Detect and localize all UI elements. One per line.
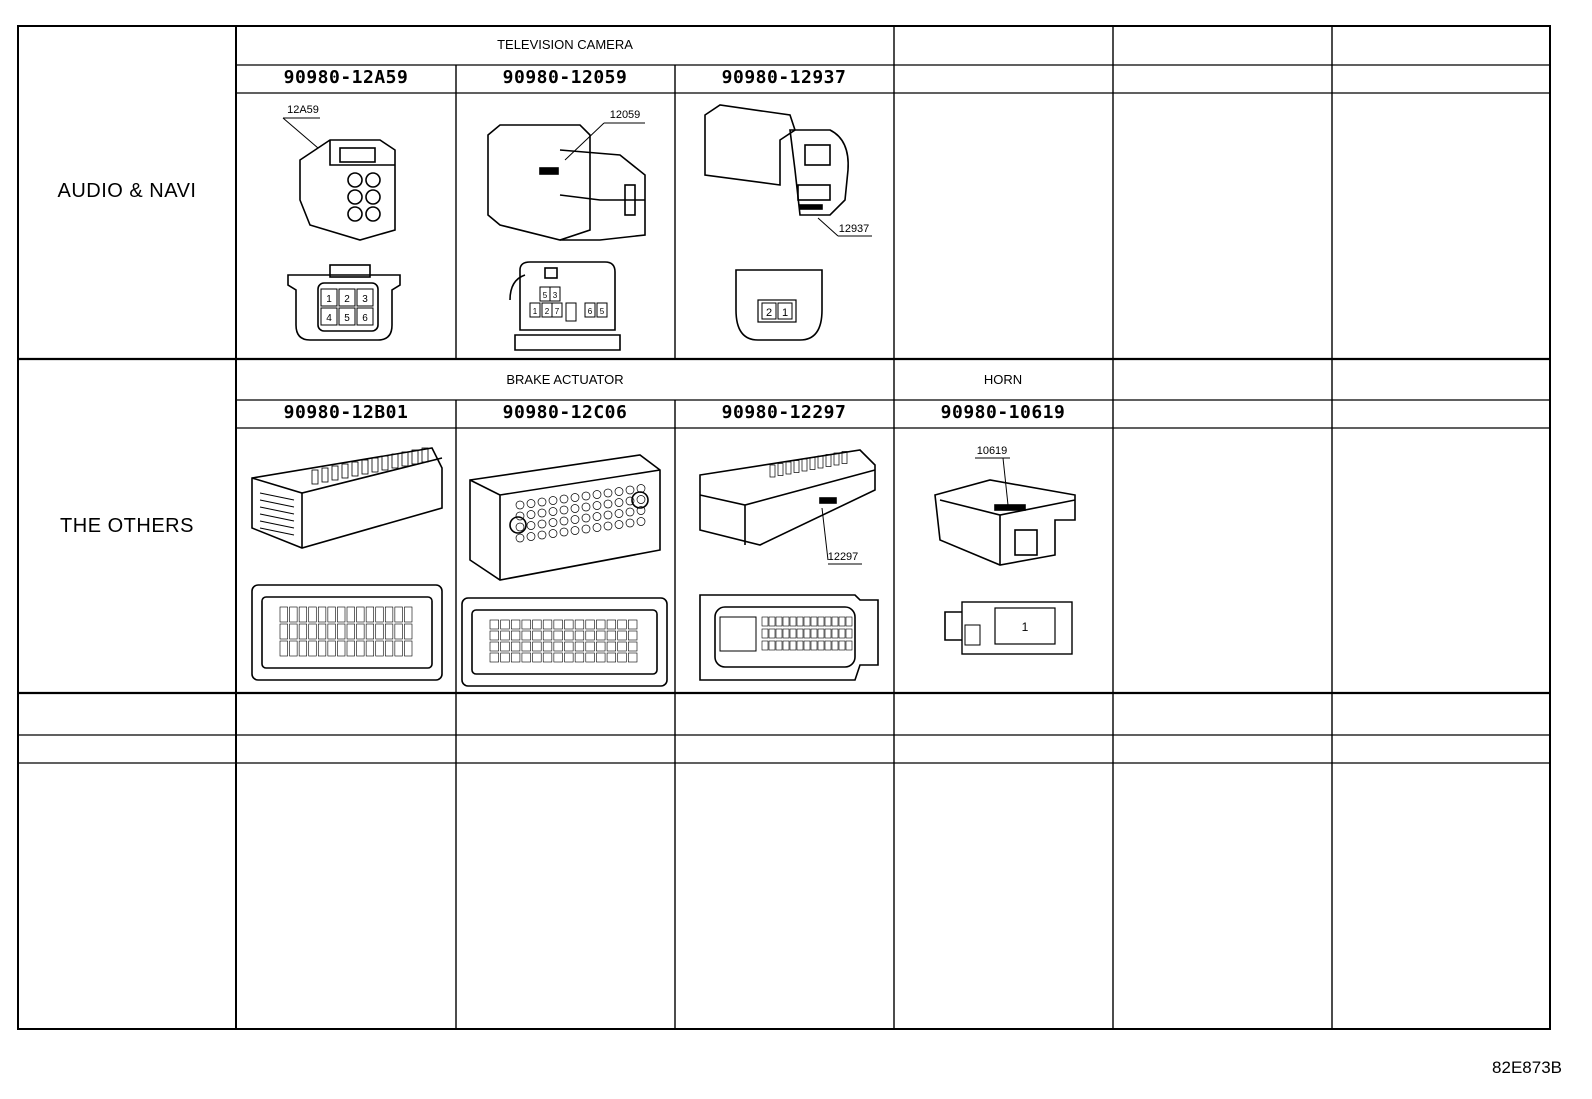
connector-12297-iso: 12297 <box>699 449 876 565</box>
connector-12a59-face: 1 2 3 4 5 6 <box>287 264 401 341</box>
pin-label: 2 <box>545 307 550 316</box>
section-label-the-others: THE OTHERS <box>60 515 194 537</box>
pin-label: 1 <box>782 307 788 319</box>
pin-label: 1 <box>533 307 538 316</box>
part-number-12297: 90980-12297 <box>721 402 847 423</box>
group-label-television-camera: TELEVISION CAMERA <box>497 37 633 52</box>
connector-12059-iso: 12059 <box>487 109 646 241</box>
table-grid <box>17 25 1551 1030</box>
connector-tag-12059: 12059 <box>610 109 641 121</box>
part-number-12059: 90980-12059 <box>502 67 628 88</box>
pin-label: 4 <box>326 313 332 324</box>
pin-label: 5 <box>344 313 350 324</box>
connector-tag-12297: 12297 <box>828 551 859 563</box>
connector-12c06-face <box>461 597 668 687</box>
table-border <box>17 25 1551 1030</box>
connector-12b01-face <box>251 584 443 681</box>
pin-label: 3 <box>553 291 558 300</box>
group-label-horn: HORN <box>983 372 1023 387</box>
connector-12937-iso: 12937 <box>704 104 872 237</box>
connector-12c06-iso <box>469 454 661 581</box>
connector-tag-10619: 10619 <box>977 445 1008 457</box>
connector-10619-face: 1 <box>944 601 1073 655</box>
pin-label: 1 <box>326 294 332 305</box>
part-number-12c06: 90980-12C06 <box>502 402 628 423</box>
part-number-12937: 90980-12937 <box>721 67 847 88</box>
pin-label: 6 <box>588 307 593 316</box>
connector-tag-12a59: 12A59 <box>287 104 319 116</box>
pin-label: 5 <box>543 291 548 300</box>
pin-label: 5 <box>600 307 605 316</box>
connector-12a59-iso: 12A59 <box>282 104 396 241</box>
section-label-audio-navi: AUDIO & NAVI <box>57 180 197 202</box>
connector-10619-iso: 10619 <box>934 445 1076 566</box>
connector-12297-face <box>699 594 879 681</box>
pin-label: 3 <box>362 294 368 305</box>
pin-label: 2 <box>344 294 350 305</box>
part-number-12b01: 90980-12B01 <box>283 402 409 423</box>
connector-12b01-iso <box>251 447 443 549</box>
group-label-brake-actuator: BRAKE ACTUATOR <box>506 372 624 387</box>
part-number-12a59: 90980-12A59 <box>283 67 409 88</box>
part-number-10619: 90980-10619 <box>940 402 1066 423</box>
connector-tag-12937: 12937 <box>839 223 870 235</box>
pin-label: 1 <box>1022 620 1029 634</box>
document-code: 82E873B <box>1492 1058 1562 1077</box>
pin-label: 6 <box>362 313 368 324</box>
pin-label: 7 <box>555 307 560 316</box>
pin-label: 2 <box>766 307 772 319</box>
